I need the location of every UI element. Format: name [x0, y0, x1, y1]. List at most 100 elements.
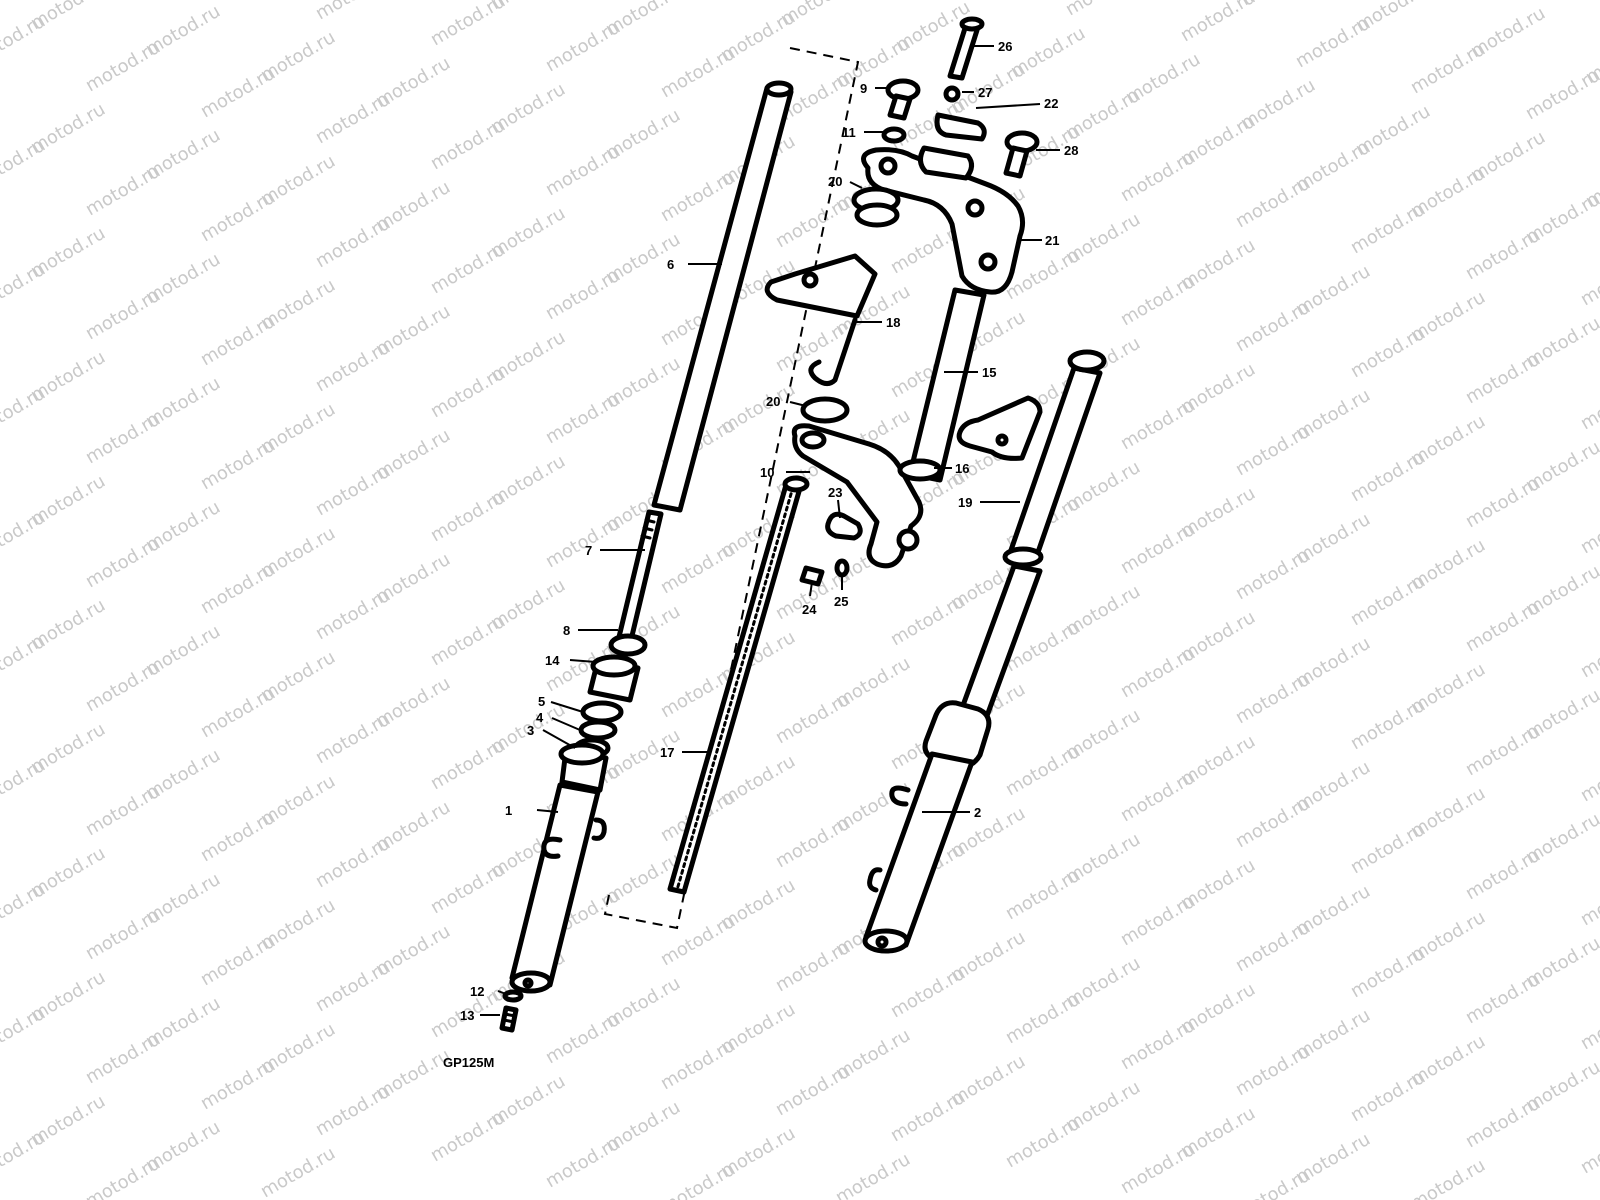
callout-13: 13	[460, 1008, 474, 1023]
callout-20-lower: 20	[766, 394, 780, 409]
handle-cap	[918, 112, 987, 181]
watermark-text: motod.ru	[1577, 1119, 1600, 1178]
callout-24: 24	[802, 602, 817, 617]
callout-11: 11	[842, 125, 856, 140]
watermark-text: motod.ru	[657, 539, 739, 598]
watermark-text: motod.ru	[82, 533, 164, 592]
outer-tube-right	[862, 563, 1043, 954]
watermark-text: motod.ru	[427, 487, 509, 546]
watermark-text: motod.ru	[542, 141, 624, 200]
watermark-text: motod.ru	[427, 859, 509, 918]
watermark-text: motod.ru	[657, 167, 739, 226]
watermark-text: motod.ru	[197, 931, 279, 990]
watermark-text: motod.ru	[542, 17, 624, 76]
watermark-text: motod.ru	[82, 161, 164, 220]
watermark-text: motod.ru	[1462, 969, 1544, 1028]
watermark-text: motod.ru	[427, 0, 509, 50]
watermark-text: motod.ru	[1117, 1139, 1199, 1198]
watermark-text: motod.ru	[1117, 519, 1199, 578]
callout-20-upper: 20	[828, 174, 842, 189]
watermark-text: motod.ru	[657, 43, 739, 102]
watermark-text: motod.ru	[772, 813, 854, 872]
watermark-text: motod.ru	[0, 1003, 49, 1062]
watermark-text: motod.ru	[887, 1087, 969, 1146]
watermark-text: motod.ru	[1117, 767, 1199, 826]
watermark-text: motod.ru	[0, 507, 49, 566]
watermark-text: motod.ru	[1292, 13, 1374, 72]
watermark-text: motod.ru	[1117, 395, 1199, 454]
watermark-text: motod.ru	[427, 239, 509, 298]
watermark-text: motod.ru	[887, 591, 969, 650]
callout-9: 9	[860, 81, 867, 96]
watermark-text: motod.ru	[772, 689, 854, 748]
watermark-text: motod.ru	[1117, 891, 1199, 950]
watermark-text: motod.ru	[0, 259, 49, 318]
watermark-text: motod.ru	[82, 409, 164, 468]
watermark-text: motod.ru	[657, 1159, 739, 1200]
diagram-code: GP125M	[443, 1055, 494, 1070]
inner-fork-tube-left	[651, 80, 794, 513]
watermark-text: motod.ru	[1232, 917, 1314, 976]
watermark-text: motod.ru	[427, 611, 509, 670]
watermark-text: motod.ru	[82, 37, 164, 96]
watermark-text: motod.ru	[1232, 1041, 1314, 1100]
watermark-text: motod.ru	[0, 1127, 49, 1186]
callout-10: 10	[760, 465, 774, 480]
callout-22: 22	[1044, 96, 1058, 111]
watermark-text: motod.ru	[1347, 571, 1429, 630]
watermark-text: motod.ru	[1407, 1155, 1489, 1200]
watermark-text: motod.ru	[1232, 793, 1314, 852]
callout-4: 4	[536, 710, 544, 725]
watermark-text: motod.ru	[82, 905, 164, 964]
watermark-text: motod.ru	[0, 11, 49, 70]
watermark-text: motod.ru	[1577, 499, 1600, 558]
watermark-text: motod.ru	[1347, 695, 1429, 754]
watermark-text: motod.ru	[1232, 421, 1314, 480]
watermark-text: motod.ru	[312, 89, 394, 148]
watermark-text: motod.ru	[542, 389, 624, 448]
watermark-text: motod.ru	[1577, 995, 1600, 1054]
watermark-text: motod.ru	[427, 1107, 509, 1166]
watermark-text: motod.ru	[82, 781, 164, 840]
watermark-text: motod.ru	[1002, 989, 1084, 1048]
nut	[943, 85, 961, 103]
watermark-text: motod.ru	[197, 435, 279, 494]
watermark-text: motod.ru	[1347, 943, 1429, 1002]
watermark-text: motod.ru	[197, 311, 279, 370]
watermark-text: motod.ru	[0, 631, 49, 690]
callout-8: 8	[563, 623, 570, 638]
bearing-race-upper	[851, 186, 901, 228]
callout-5: 5	[538, 694, 545, 709]
watermark-text: motod.ru	[1232, 669, 1314, 728]
callout-1: 1	[505, 803, 512, 818]
callout-25: 25	[834, 594, 848, 609]
upper-bracket	[861, 147, 1026, 295]
callout-12: 12	[470, 984, 484, 999]
callout-27: 27	[978, 85, 992, 100]
watermark-text: motod.ru	[197, 1055, 279, 1114]
watermark-text: motod.ru	[1577, 623, 1600, 682]
watermark-text: motod.ru	[772, 937, 854, 996]
watermark-text: motod.ru	[427, 115, 509, 174]
watermark-text: motod.ru	[1002, 865, 1084, 924]
cable-clamp	[799, 511, 863, 587]
watermark-text: motod.ru	[772, 1061, 854, 1120]
watermark-text: motod.ru	[1407, 39, 1489, 98]
watermark-text: motod.ru	[1347, 323, 1429, 382]
watermark-text: motod.ru	[1117, 643, 1199, 702]
watermark-text: motod.ru	[427, 735, 509, 794]
watermark-text: motod.ru	[257, 1143, 339, 1200]
watermark-text: motod.ru	[1462, 349, 1544, 408]
watermark-text: motod.ru	[0, 383, 49, 442]
watermark-text: motod.ru	[82, 657, 164, 716]
callout-26: 26	[998, 39, 1012, 54]
callout-16: 16	[955, 461, 969, 476]
watermark-text: motod.ru	[1062, 0, 1144, 20]
watermark-text: motod.ru	[0, 755, 49, 814]
watermark-text: motod.ru	[1232, 545, 1314, 604]
watermark-text: motod.ru	[542, 1133, 624, 1192]
long-bolt	[947, 16, 985, 81]
watermark-text: motod.ru	[197, 807, 279, 866]
callouts: 1 2 3 4 5 6 7 8 9 10 11 12 13 14 15 16 1	[460, 39, 1078, 1023]
